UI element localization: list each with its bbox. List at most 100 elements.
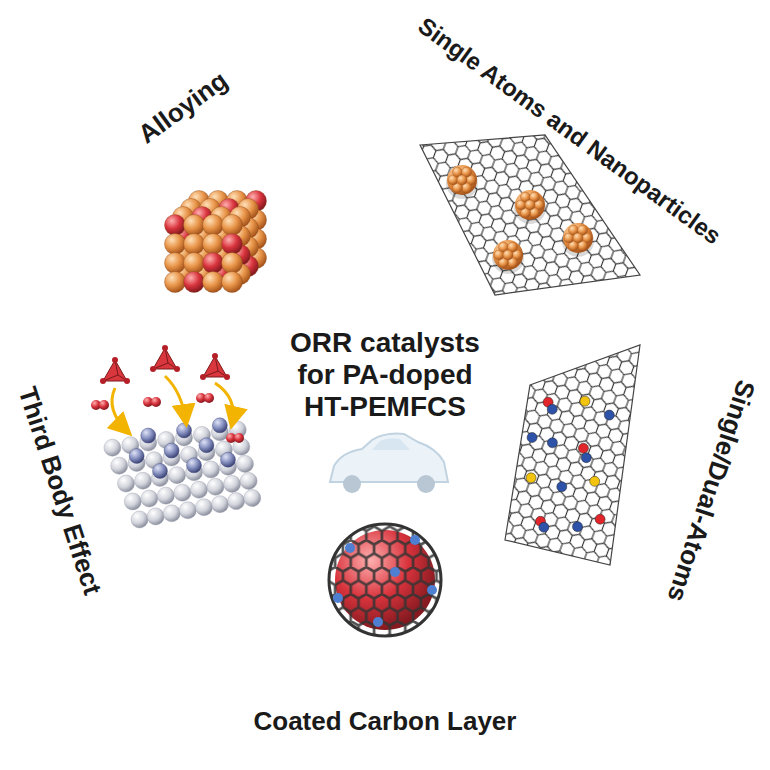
- illustration-part: [212, 353, 218, 359]
- sector-dividers: [18, 0, 752, 697]
- sector: Coated Carbon Layer: [159, 385, 611, 769]
- illustration-part: [447, 165, 477, 195]
- illustration-part: [147, 508, 164, 525]
- sector-label: Alloying: [133, 66, 234, 150]
- illustration-part: [580, 396, 590, 406]
- illustration-part: [329, 524, 441, 636]
- illustration-part: [203, 234, 224, 255]
- sector-label: Single/Dual-Atoms: [660, 376, 760, 605]
- illustration-part: [165, 272, 186, 293]
- illustration-part: [157, 487, 174, 504]
- illustration-part: [212, 496, 229, 513]
- center-ring: [264, 264, 506, 506]
- illustration-part: [581, 453, 591, 463]
- illustration-part: [200, 374, 206, 380]
- illustration-part: [203, 356, 227, 377]
- illustration-part: [222, 272, 243, 293]
- illustration-part: [222, 234, 243, 255]
- illustration-part: [333, 593, 343, 603]
- illustration-part: [174, 366, 180, 372]
- illustration-part: [184, 253, 205, 274]
- illustration-part: [215, 383, 233, 424]
- illustration-part: [578, 443, 588, 453]
- illustration-part: [174, 484, 191, 501]
- illustration-part: [195, 499, 212, 516]
- illustration-part: [563, 223, 593, 253]
- illustration-part: [135, 472, 152, 489]
- illustration-part: [604, 410, 614, 420]
- illustration-part: [547, 438, 557, 448]
- sector-label: Coated Carbon Layer: [254, 707, 517, 737]
- illustration-part: [526, 473, 536, 483]
- illustration-part: [124, 493, 141, 510]
- illustration-part: [427, 585, 437, 595]
- illustration-part: [203, 253, 224, 274]
- illustration-part: [539, 522, 549, 532]
- illustration-part: [169, 467, 186, 484]
- illustration-part: [204, 393, 214, 403]
- illustration-part: [162, 345, 168, 351]
- illustration-part: [244, 490, 261, 507]
- illustration-part: [207, 478, 224, 495]
- inner-ring: [89, 89, 681, 681]
- illustration-part: [222, 253, 243, 274]
- illustration-part: [131, 511, 148, 528]
- illustration-part: [237, 455, 254, 472]
- illustration-part: [572, 522, 582, 532]
- illustration-part: [493, 240, 523, 270]
- illustration-part: [224, 475, 241, 492]
- illustration-part: [590, 476, 600, 486]
- center-circle: ORR catalysts for PA-doped HT-PEMFCS: [265, 265, 505, 505]
- illustration-part: [228, 493, 245, 510]
- illustration-part: [329, 524, 441, 636]
- illustration-part: [164, 443, 179, 458]
- illustration-part: [184, 234, 205, 255]
- single-dual-atoms: [526, 396, 614, 532]
- illustration-part: [99, 400, 109, 410]
- illustration-part: [104, 439, 121, 456]
- illustration-part: [505, 345, 640, 565]
- illustration-part: [224, 374, 230, 380]
- illustration-part: [505, 345, 640, 565]
- illustration-part: [503, 250, 513, 260]
- alloy-particle: [165, 191, 267, 293]
- illustration-part: [221, 452, 236, 467]
- illustration-part: [457, 175, 467, 185]
- illustration-part: [187, 458, 202, 473]
- illustration-part: [103, 360, 127, 381]
- illustration-part: [18, 266, 269, 348]
- illustration-part: [240, 472, 257, 489]
- illustration-part: [573, 233, 583, 243]
- illustration-part: [390, 567, 400, 577]
- illustration-part: [163, 505, 180, 522]
- sector-fill: [159, 385, 610, 769]
- illustration-part: [199, 438, 214, 453]
- illustration-part: [184, 272, 205, 293]
- illustration-part: [165, 253, 186, 274]
- illustration-part: [151, 397, 161, 407]
- illustration-part: [330, 434, 448, 482]
- car-icon: [330, 434, 448, 493]
- illustration-part: [153, 348, 177, 369]
- carbon-cage: [329, 524, 441, 636]
- illustration-part: [190, 481, 207, 498]
- illustration-part: [234, 433, 244, 443]
- center-disc: [267, 267, 503, 503]
- illustration-part: [595, 514, 605, 524]
- illustration-part: [153, 463, 168, 478]
- illustration-part: [165, 376, 186, 422]
- illustration-part: [343, 475, 361, 493]
- illustration-part: [410, 535, 420, 545]
- illustration-part: [203, 356, 227, 377]
- illustration-part: [184, 215, 205, 236]
- illustration-part: [100, 378, 106, 384]
- illustration-part: [141, 490, 158, 507]
- illustration-part: [111, 457, 128, 474]
- illustration-part: [150, 366, 156, 372]
- illustration-part: [112, 388, 128, 432]
- illustration-part: [525, 200, 535, 210]
- illustration-part: [177, 423, 192, 438]
- illustration-part: [112, 357, 118, 363]
- illustration-part: [141, 428, 156, 443]
- illustration-part: [179, 502, 196, 519]
